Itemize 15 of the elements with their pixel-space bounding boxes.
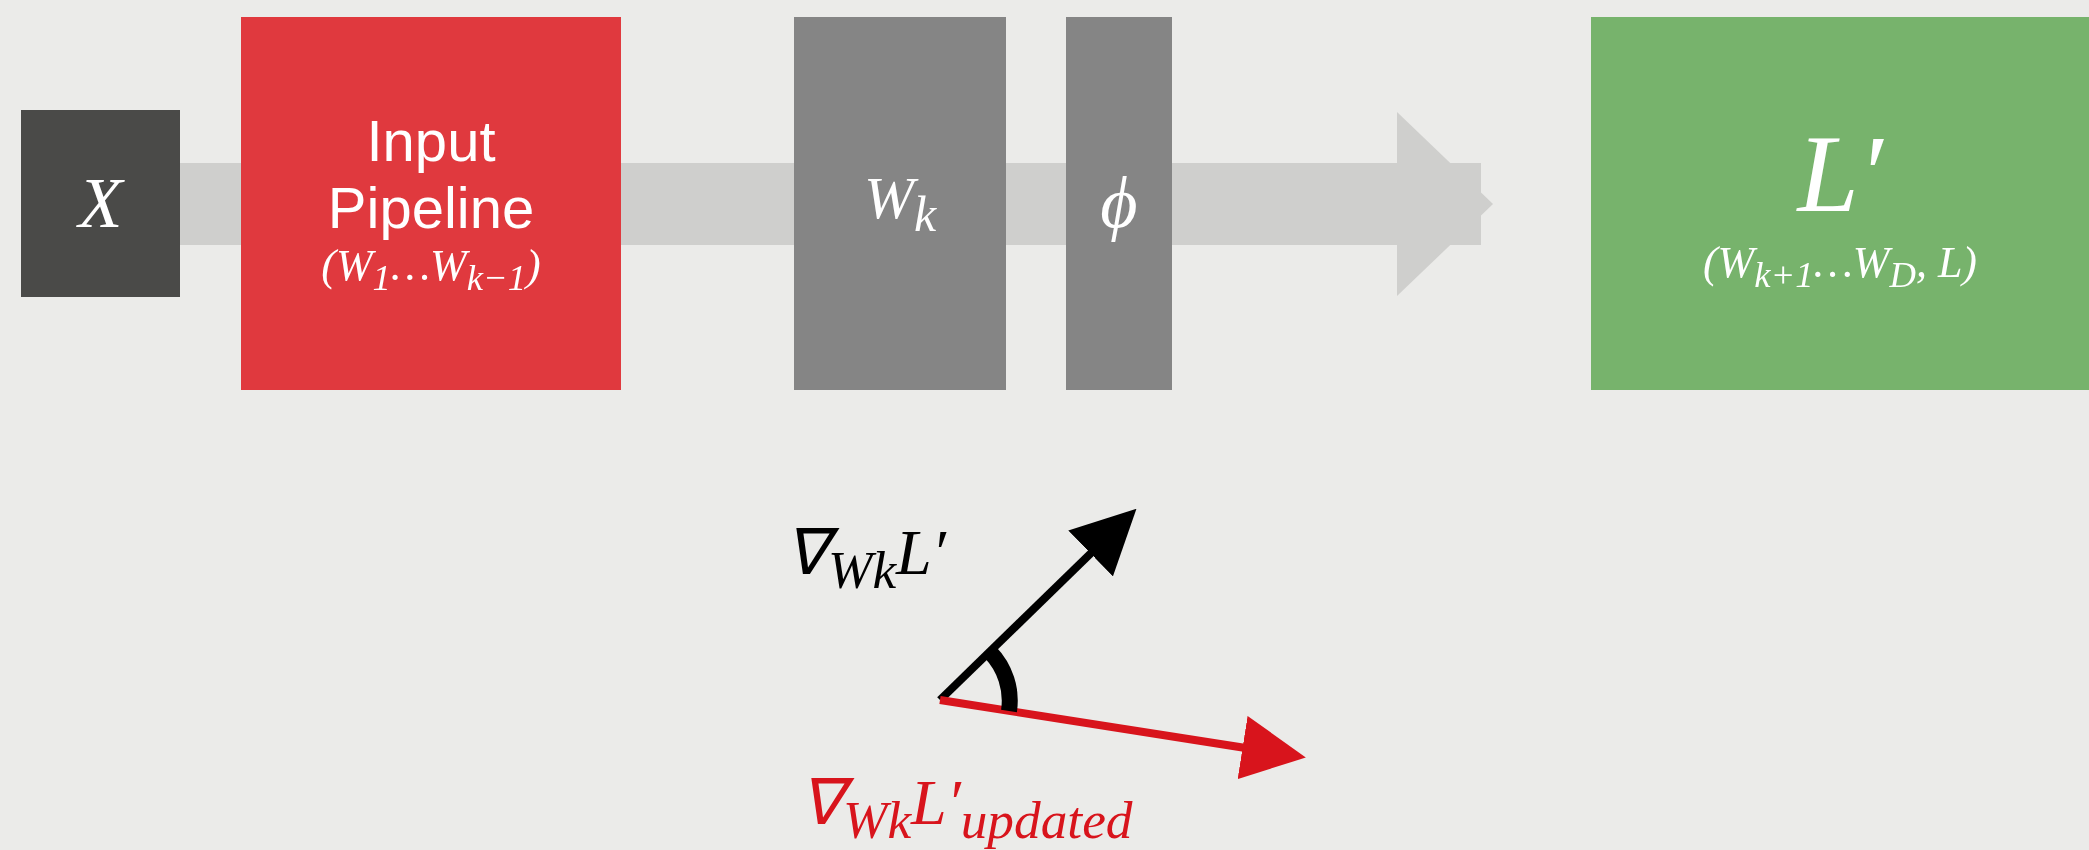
node-title: W$_{k}$ (863, 163, 937, 244)
node-title: ϕ (1100, 162, 1138, 245)
node-title: X (78, 162, 123, 245)
node-subtitle: (W$_{k+1}$…W$_{D}$, L) (1702, 237, 1977, 296)
loss-box (1591, 17, 2089, 390)
gradient-label: ∇$_{Wk}$L′ (785, 516, 946, 601)
layer-box (794, 17, 1006, 390)
pipeline-box (241, 17, 621, 390)
node-title: L′ (1797, 112, 1883, 238)
input-box (21, 110, 180, 297)
arrow (1172, 112, 1493, 296)
node-title: Input Pipeline (326, 107, 536, 242)
node-subtitle: (W$_{1}$…W$_{k−1}$) (321, 241, 541, 300)
activation-box (1066, 17, 1172, 390)
gradient-label: ∇$_{Wk}$L′$_{updated}$ (800, 766, 1133, 850)
